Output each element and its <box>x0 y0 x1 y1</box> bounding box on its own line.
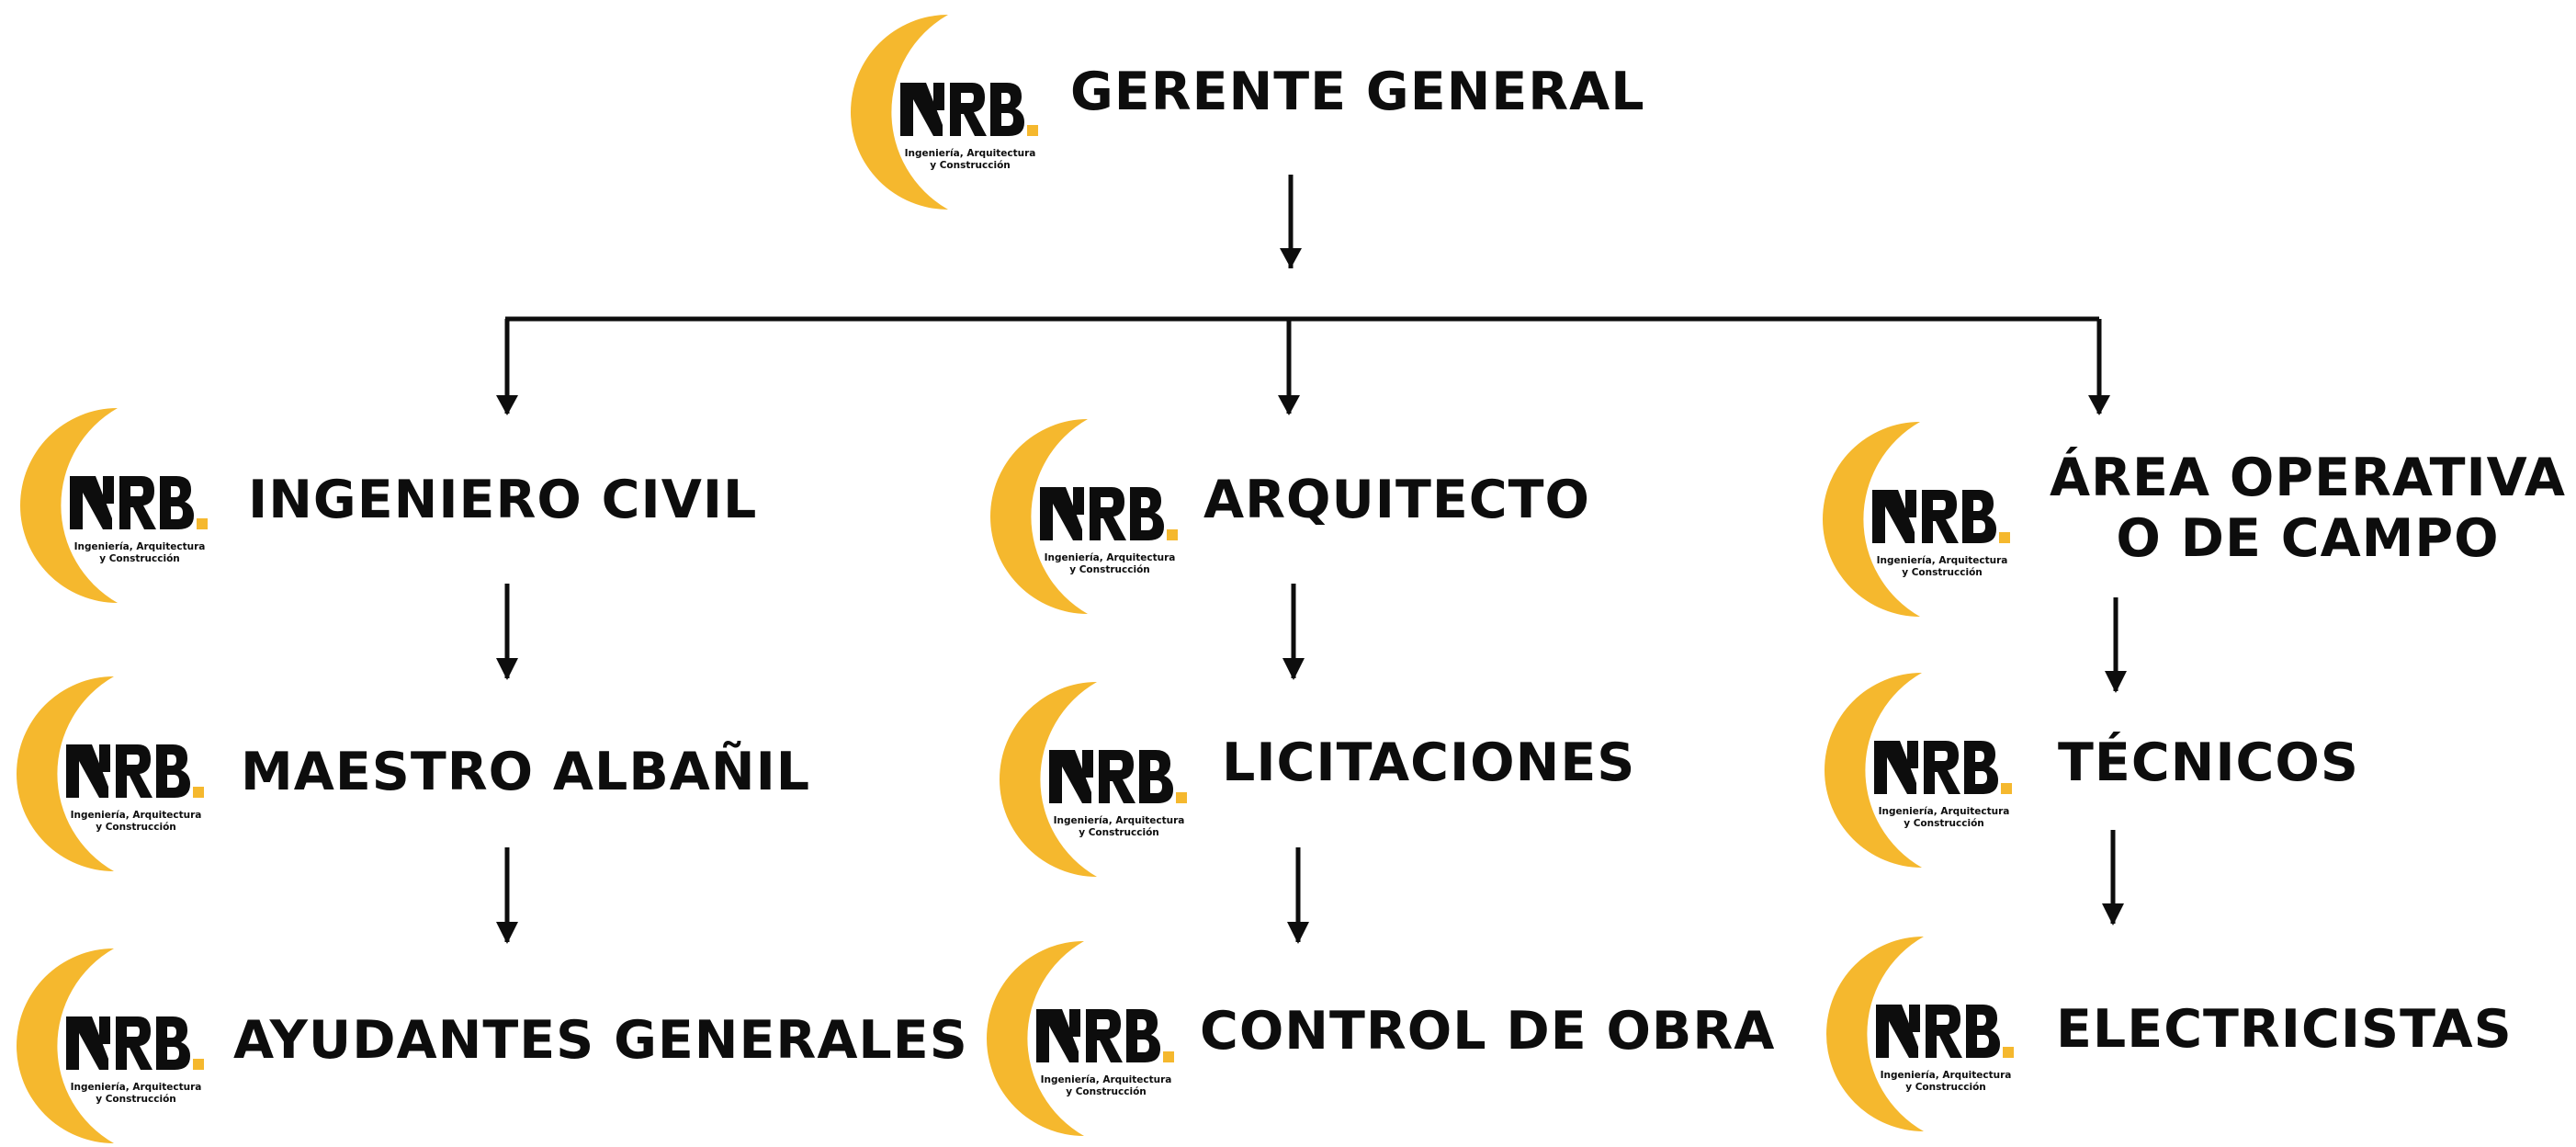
nrb-logo-icon <box>983 937 1185 1140</box>
col2-head-label: ARQUITECTO <box>1203 470 1590 530</box>
nrb-logo-icon <box>987 415 1189 618</box>
nrb-logo-icon <box>13 673 215 875</box>
col1-child1-label: MAESTRO ALBAÑIL <box>241 742 811 802</box>
col1-head-label: INGENIERO CIVIL <box>248 470 758 530</box>
col1-child2-label: AYUDANTES GENERALES <box>233 1010 968 1071</box>
nrb-logo-icon <box>996 678 1198 880</box>
arrowhead-col2-1 <box>1282 658 1305 680</box>
arrowhead-col3-1 <box>2105 671 2127 693</box>
col3-child2-label: ELECTRICISTAS <box>2056 999 2513 1060</box>
nrb-logo-icon <box>1821 669 2023 871</box>
root-label: GERENTE GENERAL <box>1070 62 1645 122</box>
col2-child1-label: LICITACIONES <box>1222 732 1636 793</box>
col3-child1-label: TÉCNICOS <box>2058 732 2359 793</box>
arrowhead-col1-1 <box>496 658 518 680</box>
col3-head-label-line1: ÁREA OPERATIVA <box>2049 448 2567 508</box>
col3-head-label: ÁREA OPERATIVA O DE CAMPO <box>2041 448 2574 569</box>
nrb-logo-icon <box>13 945 215 1147</box>
col2-child2-label: CONTROL DE OBRA <box>1200 1001 1776 1062</box>
nrb-logo-icon <box>1823 933 2025 1135</box>
branch-arrowhead-col3 <box>2088 395 2110 415</box>
arrowhead-col1-2 <box>496 922 518 944</box>
nrb-logo-icon <box>1819 418 2021 620</box>
arrowhead-col3-2 <box>2102 903 2124 926</box>
col3-head-label-line2: O DE CAMPO <box>2116 507 2500 569</box>
nrb-logo-icon <box>847 11 1049 213</box>
branch-arrowhead-col2 <box>1278 395 1300 415</box>
nrb-logo-icon <box>17 404 219 607</box>
root-arrowhead <box>1280 248 1302 268</box>
arrowhead-col2-2 <box>1287 922 1309 944</box>
branch-arrowhead-col1 <box>496 395 518 415</box>
